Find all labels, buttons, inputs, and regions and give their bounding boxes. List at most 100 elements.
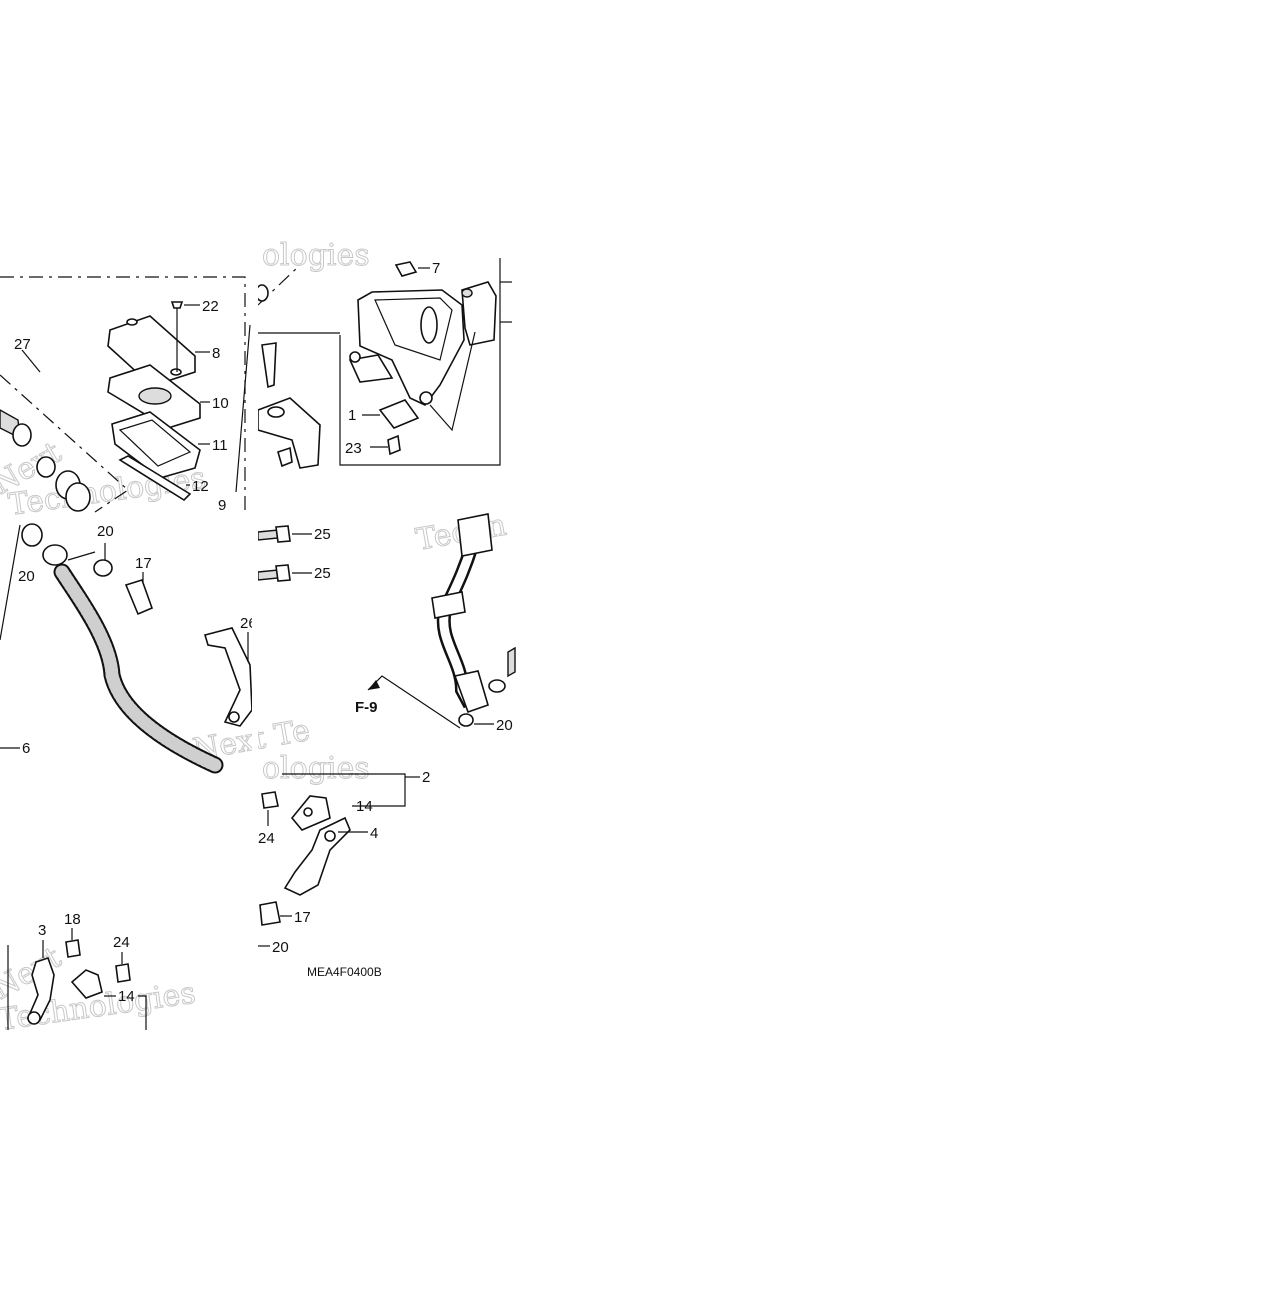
piston-cup-2 <box>36 456 56 478</box>
tab-hole-1 <box>349 351 361 363</box>
callout-20-a: 20 <box>18 568 35 585</box>
stay-group-right: 2 14 4 24 17 20 MEA4F0400B <box>258 769 430 979</box>
callout-9: 9 <box>218 497 226 514</box>
stay-3-hole <box>27 1011 41 1025</box>
spring-coil-2 <box>65 482 91 512</box>
hose-leader-left <box>0 524 21 641</box>
callout-27: 27 <box>14 336 31 353</box>
bolt-17-b <box>259 901 281 926</box>
callout-25-b: 25 <box>314 565 331 582</box>
holder-hole <box>461 288 473 298</box>
callout-22: 22 <box>202 298 219 315</box>
diaphragm-inner <box>118 419 192 467</box>
guide-bolt <box>228 711 240 723</box>
ref-label-f9: F-9 <box>355 699 378 716</box>
callout-7: 7 <box>432 260 440 277</box>
hose-guide-26 <box>203 627 253 727</box>
bore-opening <box>420 306 438 344</box>
washer-right <box>488 679 506 693</box>
handlebar-holder <box>461 281 497 346</box>
bracket-leader-14-b <box>138 995 147 1030</box>
banjo-bolt-17 <box>124 579 154 616</box>
callout-6: 6 <box>22 740 30 757</box>
callout-24-a: 24 <box>258 830 275 847</box>
callout-12: 12 <box>192 478 209 495</box>
reservoir-opening <box>374 297 453 361</box>
hose-lower-fitting <box>453 670 489 714</box>
callout-3: 3 <box>38 922 46 939</box>
washer-20-b <box>93 559 113 577</box>
cap-screw-hole-1 <box>126 318 138 326</box>
hose-clamp-14-b <box>70 969 103 999</box>
reservoir-cover-group: 27 22 8 10 11 12 9 <box>0 276 251 514</box>
brake-hose-group: 20 20 17 26 6 <box>0 523 257 774</box>
callout-2: 2 <box>422 769 430 786</box>
master-cylinder-body-group: 7 1 23 <box>255 258 512 469</box>
brake-switch <box>378 399 420 429</box>
callout-8: 8 <box>212 345 220 362</box>
callout-23: 23 <box>345 440 362 457</box>
boundary-box <box>339 258 501 466</box>
pivot-bolt <box>261 342 277 389</box>
diagram-code: MEA4F0400B <box>307 965 382 979</box>
screw-22 <box>170 301 184 309</box>
boundary-line-left <box>0 276 246 512</box>
callout-20-d: 20 <box>272 939 289 956</box>
callout-18: 18 <box>64 911 81 928</box>
hose-upper-fitting <box>457 513 493 557</box>
bolt-25-a-shank <box>257 529 279 541</box>
piston-cup-1 <box>12 423 32 447</box>
washer-20-a <box>21 523 43 547</box>
screw-23 <box>387 434 401 456</box>
master-cylinder-body <box>357 289 465 406</box>
callout-1: 1 <box>348 407 356 424</box>
cap-screw-hole-2 <box>170 368 182 376</box>
callout-24-b: 24 <box>113 934 130 951</box>
lever-pivot-hole <box>267 406 285 418</box>
callout-4: 4 <box>370 825 378 842</box>
piston-assembly <box>0 409 91 512</box>
hose-grommet <box>431 591 466 619</box>
callout-11: 11 <box>212 437 228 454</box>
callout-17-b: 17 <box>294 909 311 926</box>
holder-leader <box>429 331 476 432</box>
bolt-right <box>507 646 516 678</box>
callout-17-a: 17 <box>135 555 152 572</box>
watermark-ologies-1: ologies <box>262 751 370 786</box>
hose-stay-4 <box>283 816 351 896</box>
panel-gutter <box>252 250 258 1040</box>
callout-20-c: 20 <box>496 717 513 734</box>
stay-hole <box>324 830 336 842</box>
mounting-tab <box>348 354 394 383</box>
watermark-ologies-2: ologies <box>262 238 370 273</box>
bolt-18 <box>65 939 81 958</box>
clamp-hole <box>303 807 313 817</box>
bolt-25-b-shank <box>257 569 279 581</box>
bolt-25-b-head <box>275 564 291 582</box>
plate-center-ring <box>138 387 172 405</box>
bolt-24-b <box>115 963 131 983</box>
leader-9 <box>235 324 251 493</box>
gasket-strip <box>118 455 192 502</box>
diaphragm <box>111 411 201 479</box>
ref-arrow-head <box>368 680 380 690</box>
hose-leader-join <box>67 551 96 561</box>
tab-hole-2 <box>419 391 433 405</box>
hose-lower-group: 25 25 20 F-9 <box>257 513 516 734</box>
washer-20-c <box>458 713 474 727</box>
reservoir-cap <box>107 315 196 387</box>
callout-25-a: 25 <box>314 526 331 543</box>
bracket-leader-2 <box>282 773 406 807</box>
ref-arrow-line <box>367 675 461 729</box>
callout-10: 10 <box>212 395 229 412</box>
leader-27 <box>21 349 41 373</box>
stay-group-left: 3 18 24 14 <box>7 911 147 1030</box>
brake-hose-texture <box>55 565 222 772</box>
callout-14-b: 14 <box>118 988 135 1005</box>
bolt-25-a-head <box>275 525 291 543</box>
lever-nut <box>277 446 293 468</box>
hose-banjo-top <box>42 544 68 566</box>
bolt-24-a <box>261 791 279 809</box>
